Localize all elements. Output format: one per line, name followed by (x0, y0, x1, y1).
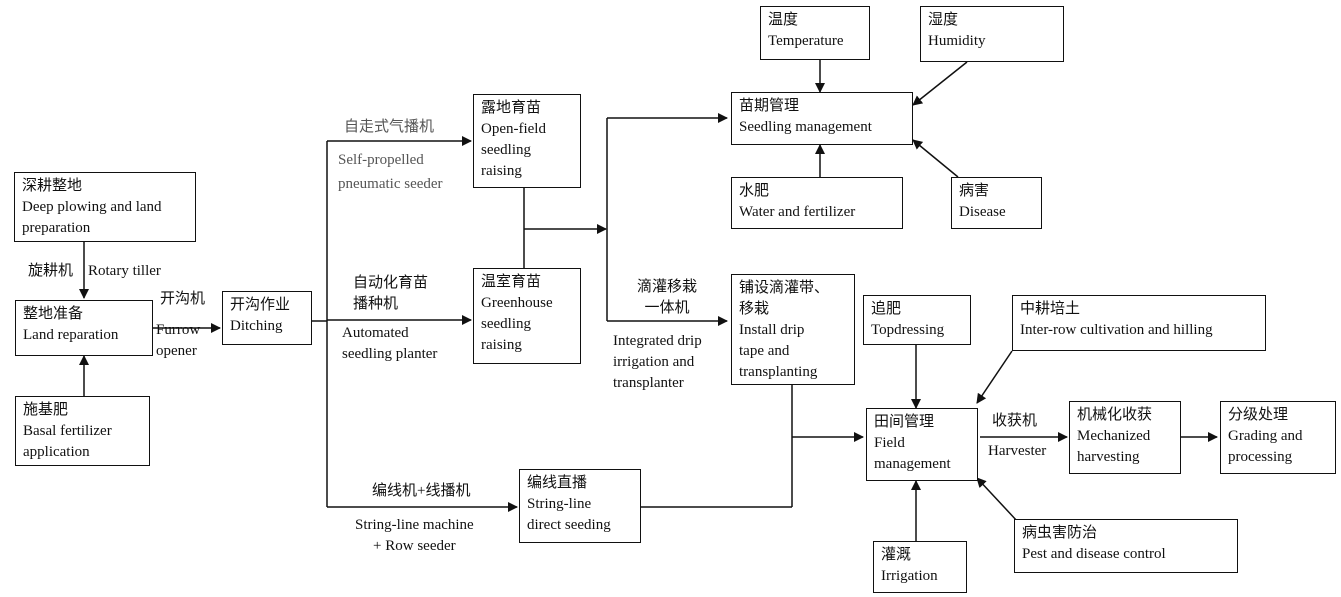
label-self-propelled-en: Self-propelled pneumatic seeder (338, 152, 443, 192)
node-en-label: Pest and disease control (1022, 546, 1166, 562)
node-en-label: Mechanized harvesting (1077, 428, 1151, 465)
node-humidity: 湿度 Humidity (920, 6, 1064, 62)
node-en-label: Irrigation (881, 568, 938, 584)
node-temperature: 温度 Temperature (760, 6, 870, 60)
label-automated-planter-zh: 自动化育苗 播种机 (353, 275, 429, 312)
node-en-label: Disease (959, 204, 1006, 220)
node-en-label: Open-field seedling raising (481, 121, 546, 179)
node-drip-tape: 铺设滴灌带、 移栽 Install drip tape and transpla… (731, 274, 855, 385)
node-mechanized-harvesting: 机械化收获 Mechanized harvesting (1069, 401, 1181, 474)
node-zh-label: 田间管理 (874, 414, 935, 430)
node-en-label: Topdressing (871, 322, 945, 338)
node-en-label: Deep plowing and land preparation (22, 199, 162, 236)
node-en-label: Inter-row cultivation and hilling (1020, 322, 1213, 338)
node-water-fertilizer: 水肥 Water and fertilizer (731, 177, 903, 229)
label-drip-transplanter-en: Integrated drip irrigation and transplan… (613, 333, 702, 391)
node-zh-label: 病虫害防治 (1022, 525, 1098, 541)
node-zh-label: 病害 (959, 183, 990, 199)
node-land-preparation: 整地准备 Land reparation (15, 300, 153, 356)
node-ditching: 开沟作业 Ditching (222, 291, 312, 345)
label-self-propelled-zh: 自走式气播机 (344, 119, 435, 135)
node-string-line-seeding: 编线直播 String-line direct seeding (519, 469, 641, 543)
arrow-humidity (912, 61, 968, 106)
node-topdressing: 追肥 Topdressing (863, 295, 971, 345)
arrow-disease (912, 139, 959, 178)
label-furrow-opener-en: Furrow opener (156, 322, 201, 359)
node-en-label: Field management (874, 435, 951, 472)
node-pest-control: 病虫害防治 Pest and disease control (1014, 519, 1238, 573)
node-inter-row: 中耕培土 Inter-row cultivation and hilling (1012, 295, 1266, 351)
node-en-label: Install drip tape and transplanting (739, 322, 818, 380)
label-rotary-tiller-zh: 旋耕机 (28, 263, 74, 279)
node-zh-label: 灌溉 (881, 547, 912, 563)
node-basal-fertilizer: 施基肥 Basal fertilizer application (15, 396, 150, 466)
label-rotary-tiller-en: Rotary tiller (88, 263, 161, 279)
node-open-field-seedling: 露地育苗 Open-field seedling raising (473, 94, 581, 188)
label-drip-transplanter-zh: 滴灌移栽 一体机 (637, 279, 698, 316)
node-en-label: Basal fertilizer application (23, 423, 112, 460)
node-grading: 分级处理 Grading and processing (1220, 401, 1336, 474)
node-zh-label: 温度 (768, 12, 799, 28)
node-zh-label: 中耕培土 (1020, 301, 1081, 317)
node-en-label: Seedling management (739, 119, 872, 135)
node-zh-label: 追肥 (871, 301, 902, 317)
node-irrigation: 灌溉 Irrigation (873, 541, 967, 593)
label-harvester-en: Harvester (988, 443, 1047, 459)
node-zh-label: 编线直播 (527, 475, 588, 491)
node-en-label: Greenhouse seedling raising (481, 295, 553, 353)
node-en-label: Humidity (928, 33, 986, 49)
node-zh-label: 湿度 (928, 12, 959, 28)
node-zh-label: 深耕整地 (22, 178, 83, 194)
label-string-line-machine-en: String-line machine + Row seeder (355, 517, 474, 554)
node-zh-label: 苗期管理 (739, 98, 800, 114)
node-zh-label: 水肥 (739, 183, 770, 199)
node-zh-label: 机械化收获 (1077, 407, 1153, 423)
node-zh-label: 露地育苗 (481, 100, 542, 116)
node-zh-label: 整地准备 (23, 306, 84, 322)
node-en-label: Ditching (230, 318, 283, 334)
arrow-pest-control (976, 477, 1019, 523)
label-harvester-zh: 收获机 (992, 413, 1038, 429)
node-disease: 病害 Disease (951, 177, 1042, 229)
node-zh-label: 开沟作业 (230, 297, 291, 313)
node-seedling-management: 苗期管理 Seedling management (731, 92, 913, 145)
node-field-management: 田间管理 Field management (866, 408, 978, 481)
node-en-label: String-line direct seeding (527, 496, 611, 533)
label-furrow-opener-zh: 开沟机 (160, 291, 206, 307)
arrow-inter-row (976, 350, 1013, 404)
node-greenhouse-seedling: 温室育苗 Greenhouse seedling raising (473, 268, 581, 364)
label-string-line-machine-zh: 编线机+线播机 (372, 483, 471, 499)
label-automated-planter-en: Automated seedling planter (342, 325, 438, 362)
node-zh-label: 分级处理 (1228, 407, 1289, 423)
node-en-label: Grading and processing (1228, 428, 1303, 465)
node-en-label: Land reparation (23, 327, 119, 343)
node-en-label: Temperature (768, 33, 844, 49)
node-zh-label: 施基肥 (23, 402, 69, 418)
node-deep-plowing: 深耕整地 Deep plowing and land preparation (14, 172, 196, 242)
node-zh-label: 铺设滴灌带、 移栽 (739, 280, 830, 317)
node-en-label: Water and fertilizer (739, 204, 856, 220)
node-zh-label: 温室育苗 (481, 274, 542, 290)
